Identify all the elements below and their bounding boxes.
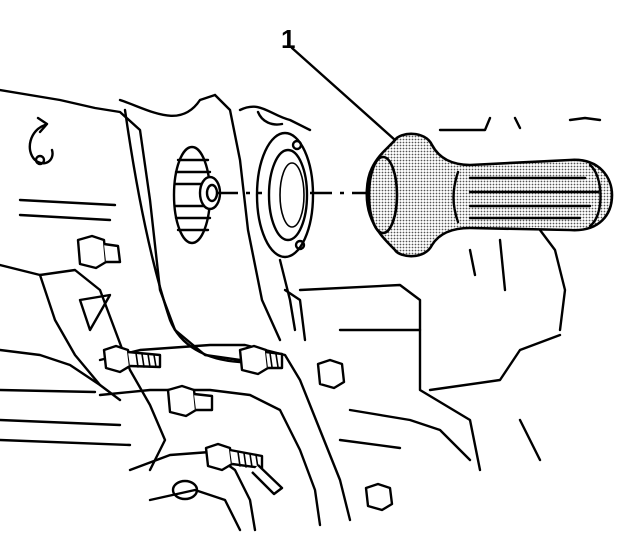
bolt-left-threaded: [102, 344, 162, 374]
output-shaft: [172, 145, 222, 245]
bolt-center: [166, 384, 214, 418]
seal-installer-tool: [365, 132, 614, 258]
bolt-center-upper: [238, 344, 284, 376]
bolt-upper-left: [76, 234, 122, 270]
callout-leader: [290, 46, 397, 142]
bell-housing: [118, 93, 312, 364]
oil-seal: [255, 131, 315, 259]
bolt-right: [316, 358, 346, 390]
right-housing: [278, 116, 602, 472]
callout-label-1: 1: [281, 24, 296, 54]
bolt-bottom: [364, 482, 394, 512]
bolt-lower-threaded: [204, 442, 284, 496]
crossmember-bracket: [98, 288, 352, 532]
transmission-housing: [0, 88, 242, 472]
